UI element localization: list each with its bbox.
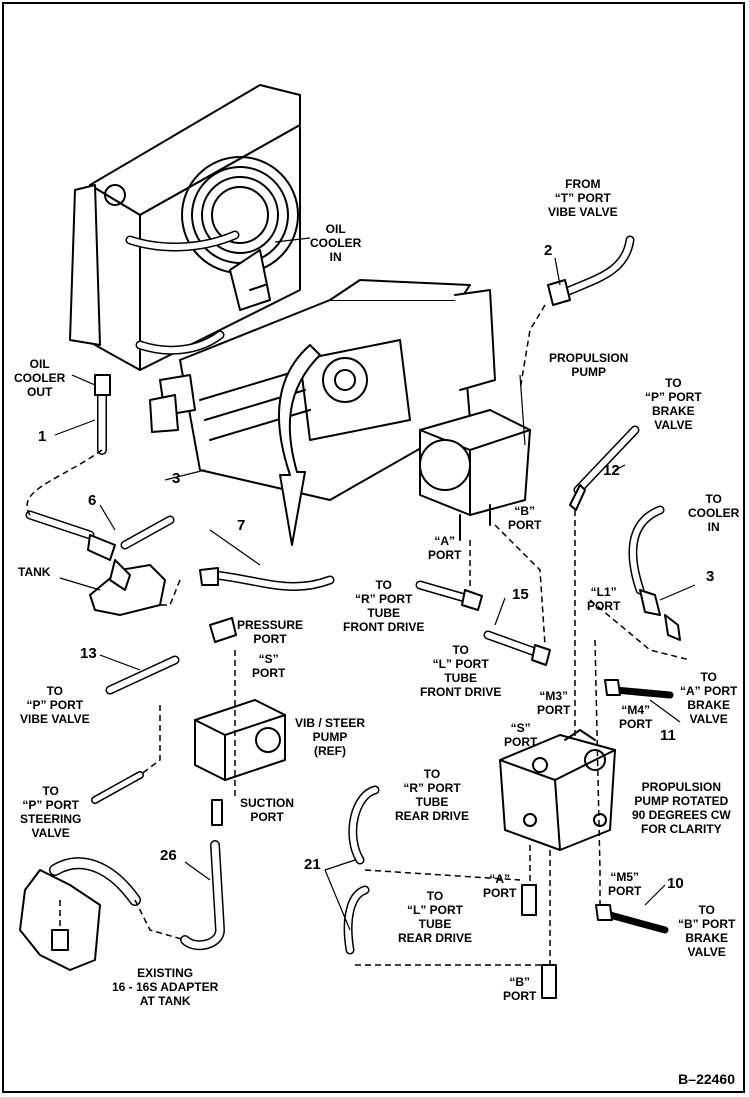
callout-1: 1 [38,428,47,445]
label-b-port: “B”PORT [508,504,542,532]
hose-2 [547,235,635,306]
hose-11 [611,686,674,699]
flow-arrow [278,344,321,546]
a-port-fitting [521,884,537,916]
propulsion-pump-rotated [499,729,616,851]
callout-11: 11 [660,727,676,744]
hose-13 [105,617,237,695]
oil-cooler-assembly [69,84,301,371]
hose-10 [606,911,669,934]
callout-10: 10 [667,875,684,892]
callout-21: 21 [304,856,321,873]
label-b-port-lower: “B”PORT [503,975,537,1003]
callout-7: 7 [237,517,246,534]
label-s-port-right: “S”PORT [504,721,538,749]
label-a-port-lower: “A”PORT [483,872,517,900]
b-port-fitting [541,964,557,999]
label-a-port: “A”PORT [428,534,462,562]
label-tank: TANK [18,565,51,579]
label-m5-port: “M5”PORT [608,870,642,898]
callout-6: 6 [88,492,97,509]
propulsion-pump-top [419,409,531,541]
label-m3-port: “M3”PORT [537,689,571,717]
hose-12 [569,425,640,511]
vib-steer-pump [194,699,286,781]
label-m4-port: “M4”PORT [619,703,653,731]
callout-12: 12 [603,462,620,479]
diagram-code: B–22460 [678,1071,735,1087]
hose-1 [94,374,111,455]
callout-26: 26 [160,847,177,864]
hose-21 [343,785,380,955]
hose-15 [415,580,551,666]
hose-3-right [628,505,681,641]
hose-26 [49,799,225,951]
callout-15: 15 [512,586,529,603]
label-l1-port: “L1”PORT [587,585,621,613]
hose-7 [199,567,335,591]
callout-3-left: 3 [172,470,181,487]
callout-2: 2 [544,242,553,259]
engine-block [149,249,496,501]
callout-13: 13 [80,645,97,662]
tank-fittings [25,510,175,616]
callout-3-right: 3 [706,568,715,585]
label-s-port-top: “S”PORT [252,652,286,680]
